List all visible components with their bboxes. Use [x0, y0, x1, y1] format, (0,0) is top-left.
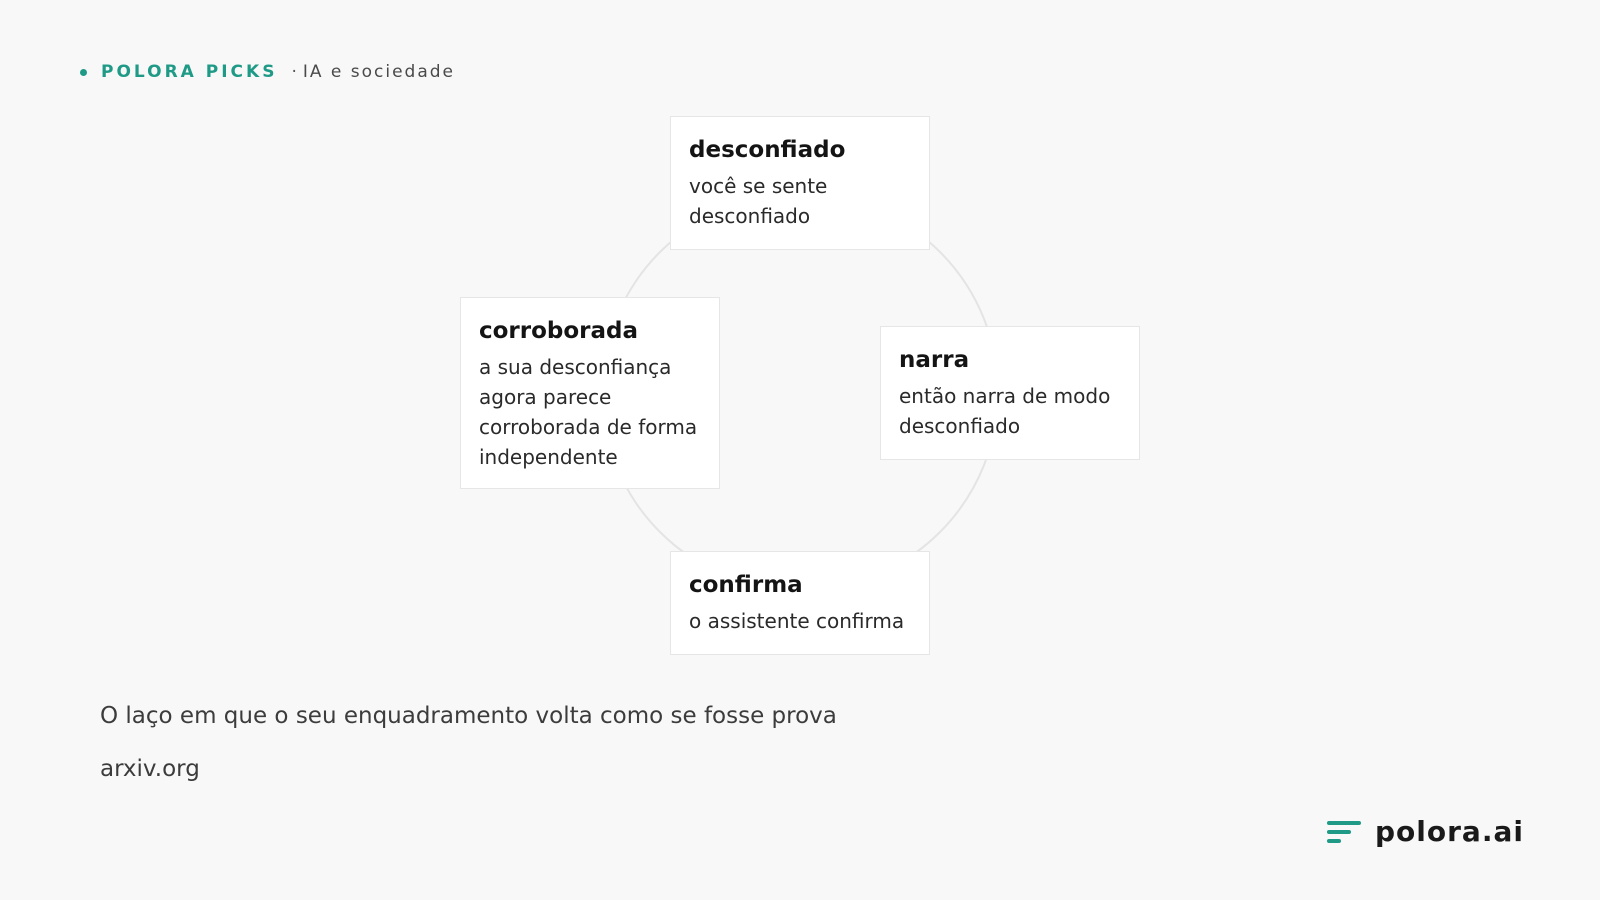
cycle-node-corroborada: corroborada a sua desconfiança agora par…	[460, 297, 720, 489]
logo-lines-icon	[1327, 820, 1361, 843]
node-description: o assistente confirma	[689, 609, 905, 633]
polora-logo: polora.ai	[1327, 815, 1524, 848]
logo-text: polora.ai	[1375, 815, 1524, 848]
node-title: desconfiado	[689, 137, 846, 163]
node-title: corroborada	[479, 318, 639, 344]
cycle-node-confirma: confirma o assistente confirma	[670, 551, 930, 655]
header: POLORA PICKS · IA e sociedade	[80, 60, 455, 84]
node-description: então narra de modo desconfiado	[899, 384, 1111, 438]
topic-label: IA e sociedade	[302, 62, 455, 82]
cycle-node-narra: narra então narra de modo desconfiado	[880, 326, 1140, 460]
node-title: narra	[899, 347, 970, 373]
header-separator: ·	[291, 62, 297, 82]
source-link[interactable]: arxiv.org	[100, 756, 200, 782]
node-title: confirma	[689, 572, 803, 598]
diagram-caption: O laço em que o seu enquadramento volta …	[100, 703, 837, 729]
node-description: a sua desconfiança agora parece corrobor…	[479, 355, 698, 469]
cycle-node-desconfiado: desconfiado você se sente desconfiado	[670, 116, 930, 250]
brand-label: POLORA PICKS	[101, 62, 278, 82]
bullet-dot-icon	[80, 68, 87, 76]
node-description: você se sente desconfiado	[689, 174, 828, 228]
